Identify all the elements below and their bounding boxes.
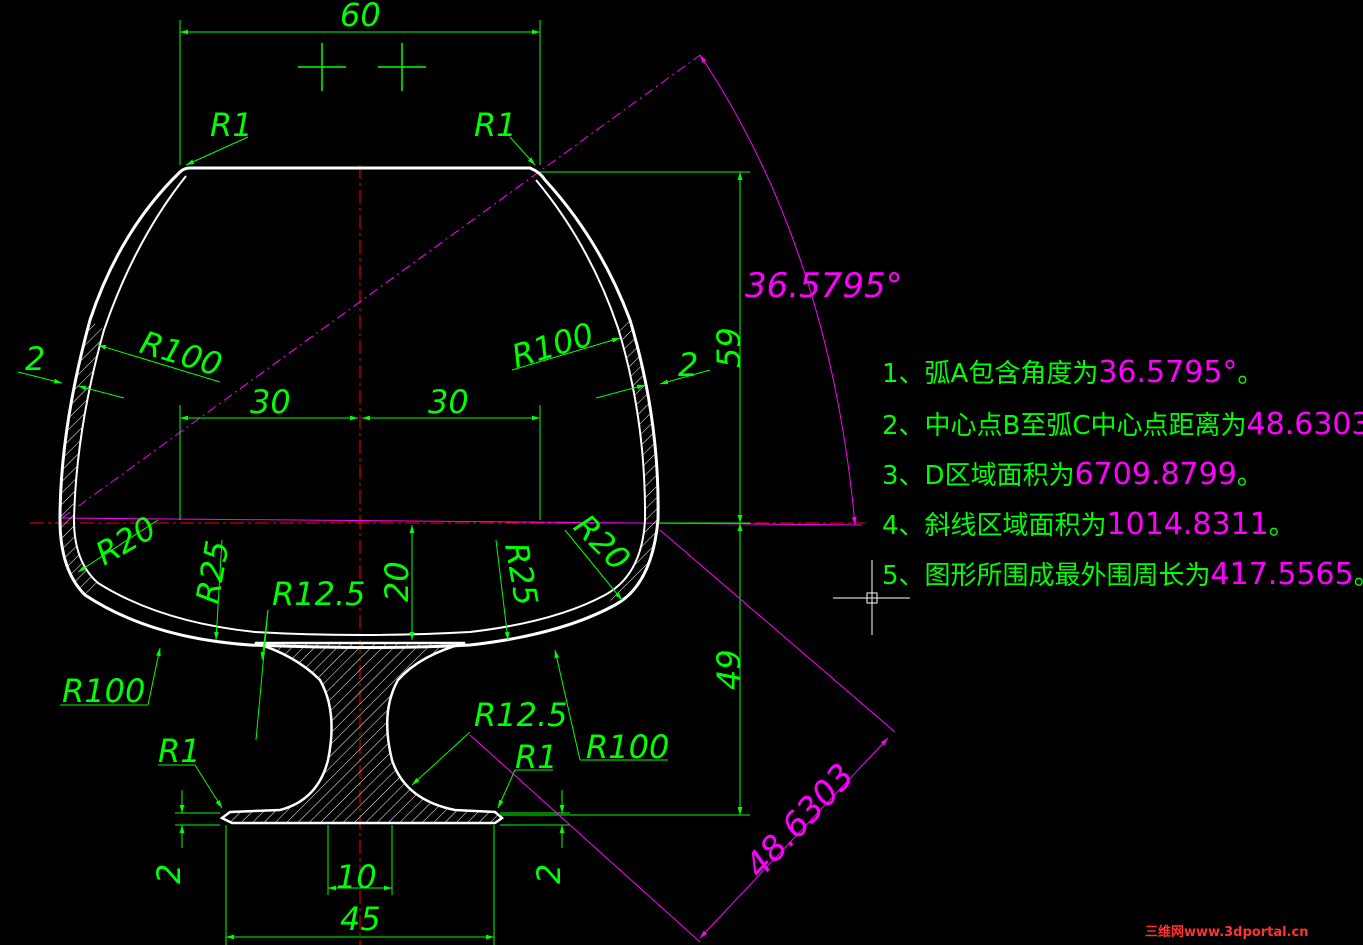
dim-r1-top-left: R1: [210, 106, 253, 144]
dim-stem-offset: 20: [378, 561, 416, 602]
dim-r100-lower-right: R100: [586, 728, 669, 766]
dim-r100-right: R100: [507, 315, 598, 376]
dim-base-width: 45: [340, 900, 381, 938]
dim-height-upper: 59: [710, 327, 748, 368]
dim-top-width: 60: [340, 0, 381, 34]
dim-half-left: 30: [250, 383, 291, 421]
note-1: 1、弧A包含角度为36.5795°。: [882, 355, 1263, 390]
dim-r100-lower-left: R100: [62, 672, 145, 710]
dim-r1-top-right: R1: [474, 106, 517, 144]
note-3: 3、D区域面积为6709.8799。: [882, 457, 1263, 492]
note-5: 5、图形所围成最外围周长为417.5565。: [882, 557, 1363, 592]
dim-r20-right: R20: [566, 507, 637, 578]
dim-r1-bottom-right: R1: [515, 738, 558, 776]
dim-r12-5-left: R12.5: [272, 575, 365, 613]
hatched-stem: [219, 641, 505, 825]
dim-r100-left: R100: [136, 323, 227, 384]
dim-right-thickness: 2: [678, 346, 698, 384]
watermark: 三维网www.3dportal.cn: [1145, 924, 1308, 940]
dim-half-right: 30: [428, 383, 469, 421]
dim-left-thickness: 2: [25, 340, 45, 378]
dim-r12-5-right: R12.5: [474, 696, 567, 734]
dim-angle: 36.5795°: [745, 266, 903, 306]
dim-stem-width: 10: [336, 858, 377, 896]
notes-list: 1、弧A包含角度为36.5795°。 2、中心点B至弧C中心点距离为48.630…: [882, 355, 1363, 592]
glass-inner-outline: [72, 175, 647, 636]
dim-distance: 48.6303: [737, 756, 862, 886]
dim-base-thickness-left: 2: [150, 864, 188, 884]
cross-marks: [298, 43, 426, 91]
crosshair-cursor: [833, 560, 910, 635]
wall-hatch-left: [60, 320, 104, 595]
wall-hatch-right: [605, 320, 659, 605]
dim-r25-left: R25: [188, 538, 236, 607]
dim-r1-bottom-left: R1: [158, 732, 201, 770]
dim-base-thickness-right: 2: [530, 864, 568, 884]
dim-height-lower: 49: [710, 649, 748, 690]
note-2: 2、中心点B至弧C中心点距离为48.6303。: [882, 407, 1363, 442]
note-4: 4、斜线区域面积为1014.8311。: [882, 507, 1295, 542]
dim-r25-right: R25: [497, 540, 545, 609]
magenta-annotations: [469, 54, 896, 943]
